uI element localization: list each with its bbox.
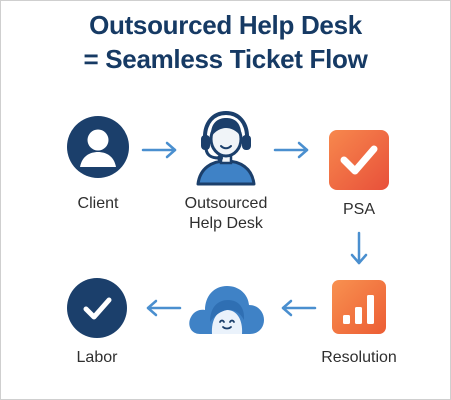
resolution-label: Resolution <box>321 349 397 366</box>
title-line-1: Outsourced Help Desk <box>89 10 362 40</box>
checkmark-tile-icon <box>329 130 389 190</box>
arrow-left-1 <box>281 299 317 317</box>
bar-chart-tile-icon <box>332 280 386 334</box>
help-desk-label-line-1: Outsourced <box>184 195 268 212</box>
diagram-title: Outsourced Help Desk = Seamless Ticket F… <box>0 8 451 76</box>
arrow-left-2 <box>146 299 182 317</box>
psa-label: PSA <box>342 201 375 218</box>
person-icon <box>67 116 129 178</box>
help-desk-label: Outsourced Help Desk <box>166 194 286 234</box>
help-desk-label-line-2: Help Desk <box>189 215 263 232</box>
arrow-right-1 <box>141 141 177 159</box>
arrow-right-2 <box>273 141 309 159</box>
arrow-down <box>350 231 368 265</box>
check-circle-icon <box>67 278 127 338</box>
title-line-2: = Seamless Ticket Flow <box>83 44 368 74</box>
labor-label: Labor <box>76 349 118 366</box>
client-label: Client <box>77 195 119 212</box>
headset-agent-icon <box>196 110 256 186</box>
cloud-face-icon <box>189 286 264 334</box>
